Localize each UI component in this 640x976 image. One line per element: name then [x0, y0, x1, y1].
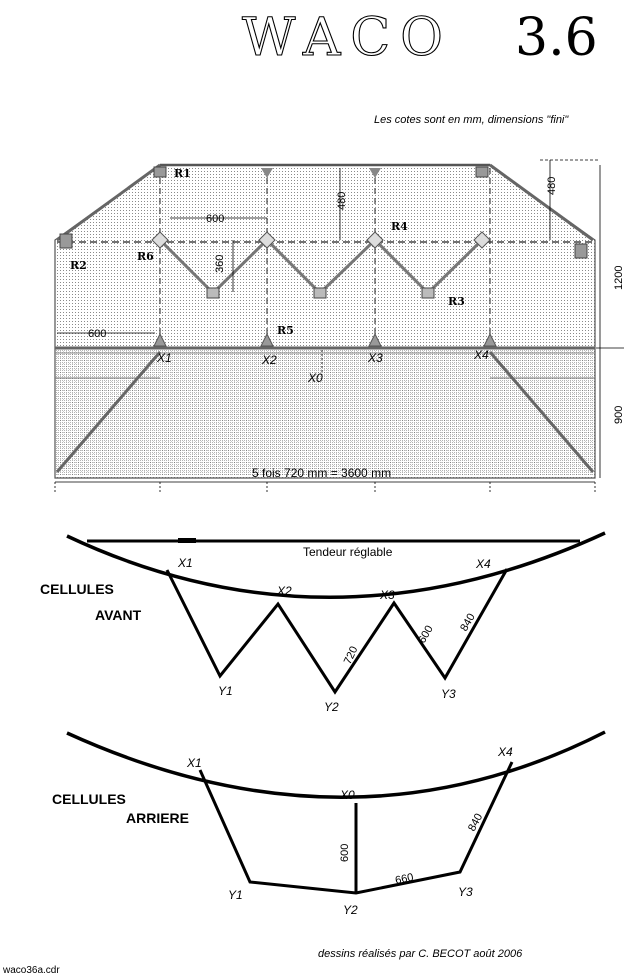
avant-heading-2: AVANT: [95, 607, 142, 623]
arriere-x1: X1: [186, 756, 202, 770]
lower-panel: [56, 348, 594, 476]
avant-dim-720: 720: [342, 645, 361, 667]
avant-x1: X1: [177, 556, 193, 570]
span-dimension: 5 fois 720 mm = 3600 mm: [252, 466, 391, 480]
avant-section: CELLULES AVANT Tendeur réglable X1 X2 X3…: [40, 531, 606, 714]
units-note: Les cotes sont en mm, dimensions "fini": [374, 114, 569, 126]
arriere-x0: X0: [339, 788, 355, 802]
avant-x2: X2: [276, 584, 292, 598]
dim-900: 900: [613, 406, 625, 424]
avant-cells: [165, 568, 509, 695]
avant-x3: X3: [379, 588, 395, 602]
arriere-y2: Y2: [343, 903, 358, 917]
title-version: 3.6: [515, 8, 598, 68]
tensioner-label: Tendeur réglable: [303, 545, 393, 559]
credit-text: dessins réalisés par C. BECOT août 2006: [318, 948, 523, 960]
arriere-y1: Y1: [228, 888, 243, 902]
arriere-heading-2: ARRIERE: [126, 810, 189, 826]
dim-600-top: 600: [206, 213, 224, 225]
arriere-dim-660: 660: [394, 871, 414, 887]
avant-y2: Y2: [324, 700, 339, 714]
arriere-dim-840: 840: [466, 812, 485, 834]
plan-view: R1 R2 R3 R4 R5 R6 X1 X2 X3 X4 X0 600 480…: [54, 159, 625, 494]
arriere-dim-600: 600: [339, 844, 351, 862]
ref-r3: R3: [448, 295, 465, 308]
plan-x3: X3: [367, 351, 383, 365]
plan-x2: X2: [261, 353, 277, 367]
ref-r2: R2: [70, 259, 87, 272]
avant-dim-600: 600: [416, 624, 436, 646]
arriere-canopy-curve: [66, 730, 606, 799]
avant-y1: Y1: [218, 684, 233, 698]
avant-y3: Y3: [441, 687, 456, 701]
arriere-x4: X4: [497, 745, 513, 759]
filename-text: waco36a.cdr: [2, 965, 60, 976]
avant-x4: X4: [475, 557, 491, 571]
arriere-y3: Y3: [458, 885, 473, 899]
ref-r5: R5: [277, 324, 294, 337]
ref-r4: R4: [391, 220, 408, 233]
dim-1200: 1200: [613, 266, 625, 290]
arriere-heading-1: CELLULES: [52, 791, 126, 807]
avant-dim-840: 840: [458, 612, 478, 634]
dim-360: 360: [214, 255, 226, 273]
dim-480-center: 480: [336, 192, 348, 210]
plan-x1: X1: [156, 351, 172, 365]
plan-x0: X0: [307, 371, 323, 385]
arriere-section: CELLULES ARRIERE X1 X0 X4 Y1 Y2 Y3 600 6…: [52, 730, 606, 917]
ref-r1: R1: [174, 167, 191, 180]
dim-480-right: 480: [546, 177, 558, 195]
plan-x4: X4: [473, 348, 489, 362]
title-text: WACO: [242, 8, 453, 68]
avant-canopy-curve: [66, 531, 606, 599]
avant-heading-1: CELLULES: [40, 581, 114, 597]
dim-600-left: 600: [88, 328, 106, 340]
ref-r6: R6: [137, 250, 154, 263]
